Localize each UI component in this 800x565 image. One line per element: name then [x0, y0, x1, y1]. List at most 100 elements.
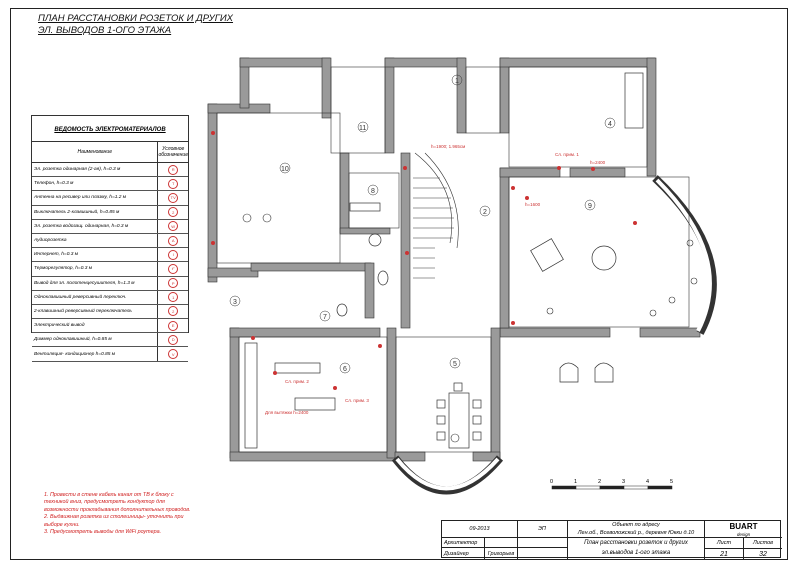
ceiling-fixtures — [242, 213, 698, 443]
legend-row: Электрический вывод E — [32, 319, 188, 334]
legend-symbol-icon: A — [168, 235, 179, 246]
note-line: 2. Выдвижная розетка из столешницы- уточ… — [44, 514, 184, 521]
note-line: 1. Провести в стене кабель канал от ТВ к… — [44, 492, 174, 498]
tb-designer-label: Дизайнер — [444, 550, 469, 557]
scale-label: 2 — [598, 479, 601, 485]
legend-symbol-icon: D — [168, 334, 179, 345]
scale-bar: 0 1 2 3 4 5 — [550, 479, 673, 490]
room-number: 8 — [371, 188, 375, 195]
legend-title: ВЕДОМОСТЬ ЭЛЕКТРОМАТЕРИАЛОВ — [54, 127, 166, 133]
room-number: 2 — [483, 209, 487, 216]
legend-row-name: Вывод для эл. полотенцесушителя, h=1.3 м — [32, 276, 159, 290]
legend-symbol-icon: TV — [168, 192, 179, 203]
legend-symbol-icon: 2 — [168, 207, 179, 218]
scale-label: 1 — [574, 479, 577, 485]
interior-lines — [216, 66, 690, 453]
legend-row-name: Интернет, h=0.3 м — [32, 248, 159, 262]
room-number: 10 — [281, 166, 289, 173]
legend-symbol-icon: I — [168, 249, 179, 260]
tb-designer-name: Григорьев — [487, 550, 515, 557]
plan-callout: Сл. прим. 3 — [345, 398, 369, 403]
legend-symbol-icon: 1 — [168, 292, 179, 303]
round-table — [591, 245, 617, 271]
legend-header: Наименование Условное обозначение — [32, 141, 188, 163]
floor-plan: 1 2 3 4 5 6 7 8 9 10 11 h=1900; 1.965см … — [207, 57, 717, 495]
tb-address: Лен.об., Всеволожский р., деревня Юкки д… — [577, 530, 695, 536]
legend-row-name: Антенна на ресивер или плазму, h=1.2 м — [32, 191, 159, 205]
legend-row-name: Электрический вывод — [32, 319, 159, 333]
scale-label: 3 — [622, 479, 625, 485]
title-line-1: ПЛАН РАССТАНОВКИ РОЗЕТОК И ДРУГИХ — [38, 13, 234, 24]
tb-architect-label: Архитектор — [444, 539, 478, 546]
scale-segment — [623, 485, 649, 490]
room-number: 5 — [453, 361, 457, 368]
room-number: 6 — [343, 366, 347, 373]
legend-row: Вывод для эл. полотенцесушителя, h=1.3 м… — [32, 276, 188, 291]
scale-label: 5 — [670, 479, 673, 485]
legend-row: Эл. розетка водозащ. одинарная, h=0.3 м W — [32, 219, 188, 234]
scale-label: 0 — [550, 479, 553, 485]
legend-row-name: Выключатель 2-клавишный, h=0.85 м — [32, 205, 159, 219]
scale-segment — [575, 485, 601, 490]
legend-symbol-icon: 2 — [168, 306, 179, 317]
note-line: возможности прокладывания дополнительных… — [44, 506, 191, 513]
plan-callout: h=1900; 1.965см — [431, 144, 465, 149]
scale-segment — [551, 485, 577, 490]
tb-brand-sub: design — [736, 531, 751, 537]
bathroom-fixtures — [336, 202, 389, 317]
legend-row-name: Эл. розетка одинарная (2-ая), h=0.3 м — [32, 163, 159, 177]
legend-row: Одноклавишный реверсивный переключ. 1 — [32, 290, 188, 305]
plan-callout: Сл. прим. 2 — [285, 379, 309, 384]
tb-sheet-title-1: План расстановки розеток и других — [584, 540, 688, 546]
outlet-markers — [211, 131, 637, 390]
legend-symbol-icon: W — [168, 221, 179, 232]
drawing-title: ПЛАН РАССТАНОВКИ РОЗЕТОК И ДРУГИХ ЭЛ. ВЫ… — [38, 13, 233, 37]
tb-sheets-label: Листов — [752, 540, 774, 546]
room-number: 4 — [608, 121, 612, 128]
scale-label: 4 — [646, 479, 649, 485]
room-number: 7 — [323, 314, 327, 321]
tb-sheet-title-2: эл.выводов 1-ого этажа — [601, 550, 671, 556]
title-line-2: ЭЛ. ВЫВОДОВ 1-ОГО ЭТАЖА — [38, 25, 172, 36]
tb-date: 09-2013 — [469, 526, 490, 532]
tb-sheet-label: Лист — [716, 540, 732, 546]
tb-sheets-total: 32 — [759, 550, 767, 558]
legend-row-name: Эл. розетка водозащ. одинарная, h=0.3 м — [32, 219, 159, 233]
legend-row-name: Вентиляция- кондиционер h=0.85 м — [32, 347, 159, 361]
notes: 1. Провести в стене кабель канал от ТВ к… — [44, 492, 234, 536]
legend-row: Выключатель 2-клавишный, h=0.85 м 2 — [32, 205, 188, 220]
plan-callouts: h=1900; 1.965см h=2400 h=1600 Сл. прим. … — [265, 144, 606, 415]
drawing-frame — [10, 8, 788, 560]
note-line: техникой вниз, предусмотреть кондуктор д… — [44, 499, 165, 506]
legend-col-name: Наименование — [32, 142, 159, 162]
plan-callout: h=1600 — [525, 202, 541, 207]
note-line: выборе кухни. — [44, 521, 80, 528]
legend-table: ВЕДОМОСТЬ ЭЛЕКТРОМАТЕРИАЛОВ Наименование… — [31, 115, 189, 362]
legend-col-symbol: Условное обозначение — [158, 146, 188, 158]
note-line: 3. Предусмотреть выводы для WiFi роутера… — [44, 529, 162, 536]
legend-row-name: Диммер одноклавишный, h=0.85 м — [32, 333, 159, 347]
room-number: 3 — [233, 299, 237, 306]
legend-row-name: Одноклавишный реверсивный переключ. — [32, 290, 159, 304]
tb-stage: ЭП — [538, 526, 546, 532]
legend-symbol-icon: E — [168, 320, 179, 331]
legend-symbol-icon: P — [168, 278, 179, 289]
plan-callout: h=2400 — [590, 160, 606, 165]
legend-row: Интернет, h=0.3 м I — [32, 248, 188, 263]
armchairs — [530, 72, 644, 383]
room-numbers: 1 2 3 4 5 6 7 8 9 10 11 — [229, 74, 616, 374]
scale-segment — [599, 485, 625, 490]
legend-symbol-icon: V — [168, 349, 179, 360]
plan-callout: Сл. прим. 1 — [555, 152, 579, 157]
legend-symbol-icon: t° — [168, 263, 179, 274]
scale-segment — [647, 485, 673, 490]
staircase — [413, 152, 459, 279]
tb-brand: BUART — [729, 522, 758, 531]
room-number: 9 — [588, 203, 592, 210]
room-number: 11 — [359, 125, 366, 132]
